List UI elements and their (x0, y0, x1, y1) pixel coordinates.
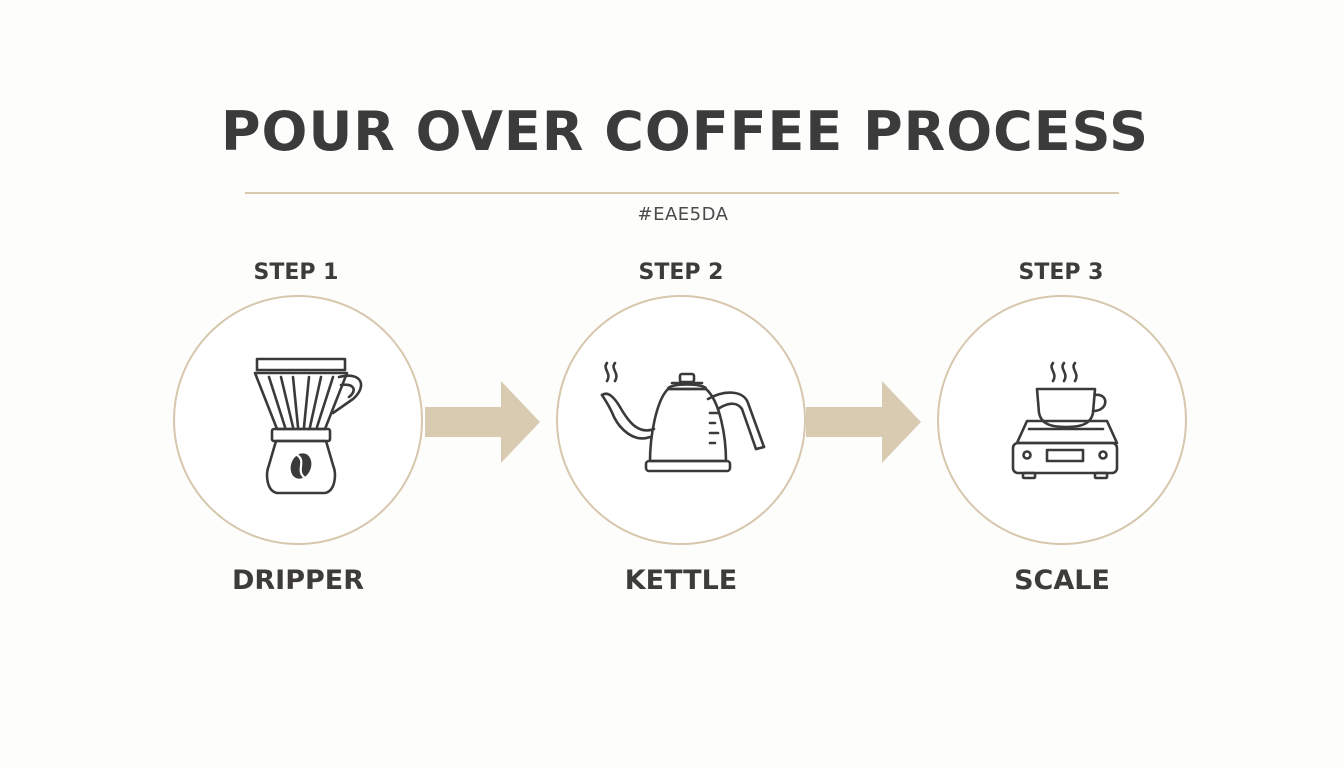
step-3-label: STEP 3 (1018, 260, 1104, 285)
step-3-circle (937, 295, 1187, 545)
arrow-right-icon (425, 381, 540, 463)
step-1-label: STEP 1 (253, 260, 339, 285)
step-3-name: SCALE (1014, 565, 1110, 596)
step-2-name: KETTLE (624, 565, 738, 596)
arrow-right-icon (806, 381, 921, 463)
dripper-icon (253, 357, 363, 495)
page-subtitle: #EAE5DA (637, 204, 729, 225)
step-2-label: STEP 2 (638, 260, 724, 285)
scale-icon (1011, 361, 1119, 480)
kettle-icon (600, 361, 766, 473)
page-title: POUR OVER COFFEE PROCESS (220, 100, 1150, 163)
step-1-circle (173, 295, 423, 545)
title-divider (245, 192, 1119, 194)
step-2-circle (556, 295, 806, 545)
step-1-name: DRIPPER (231, 565, 365, 596)
